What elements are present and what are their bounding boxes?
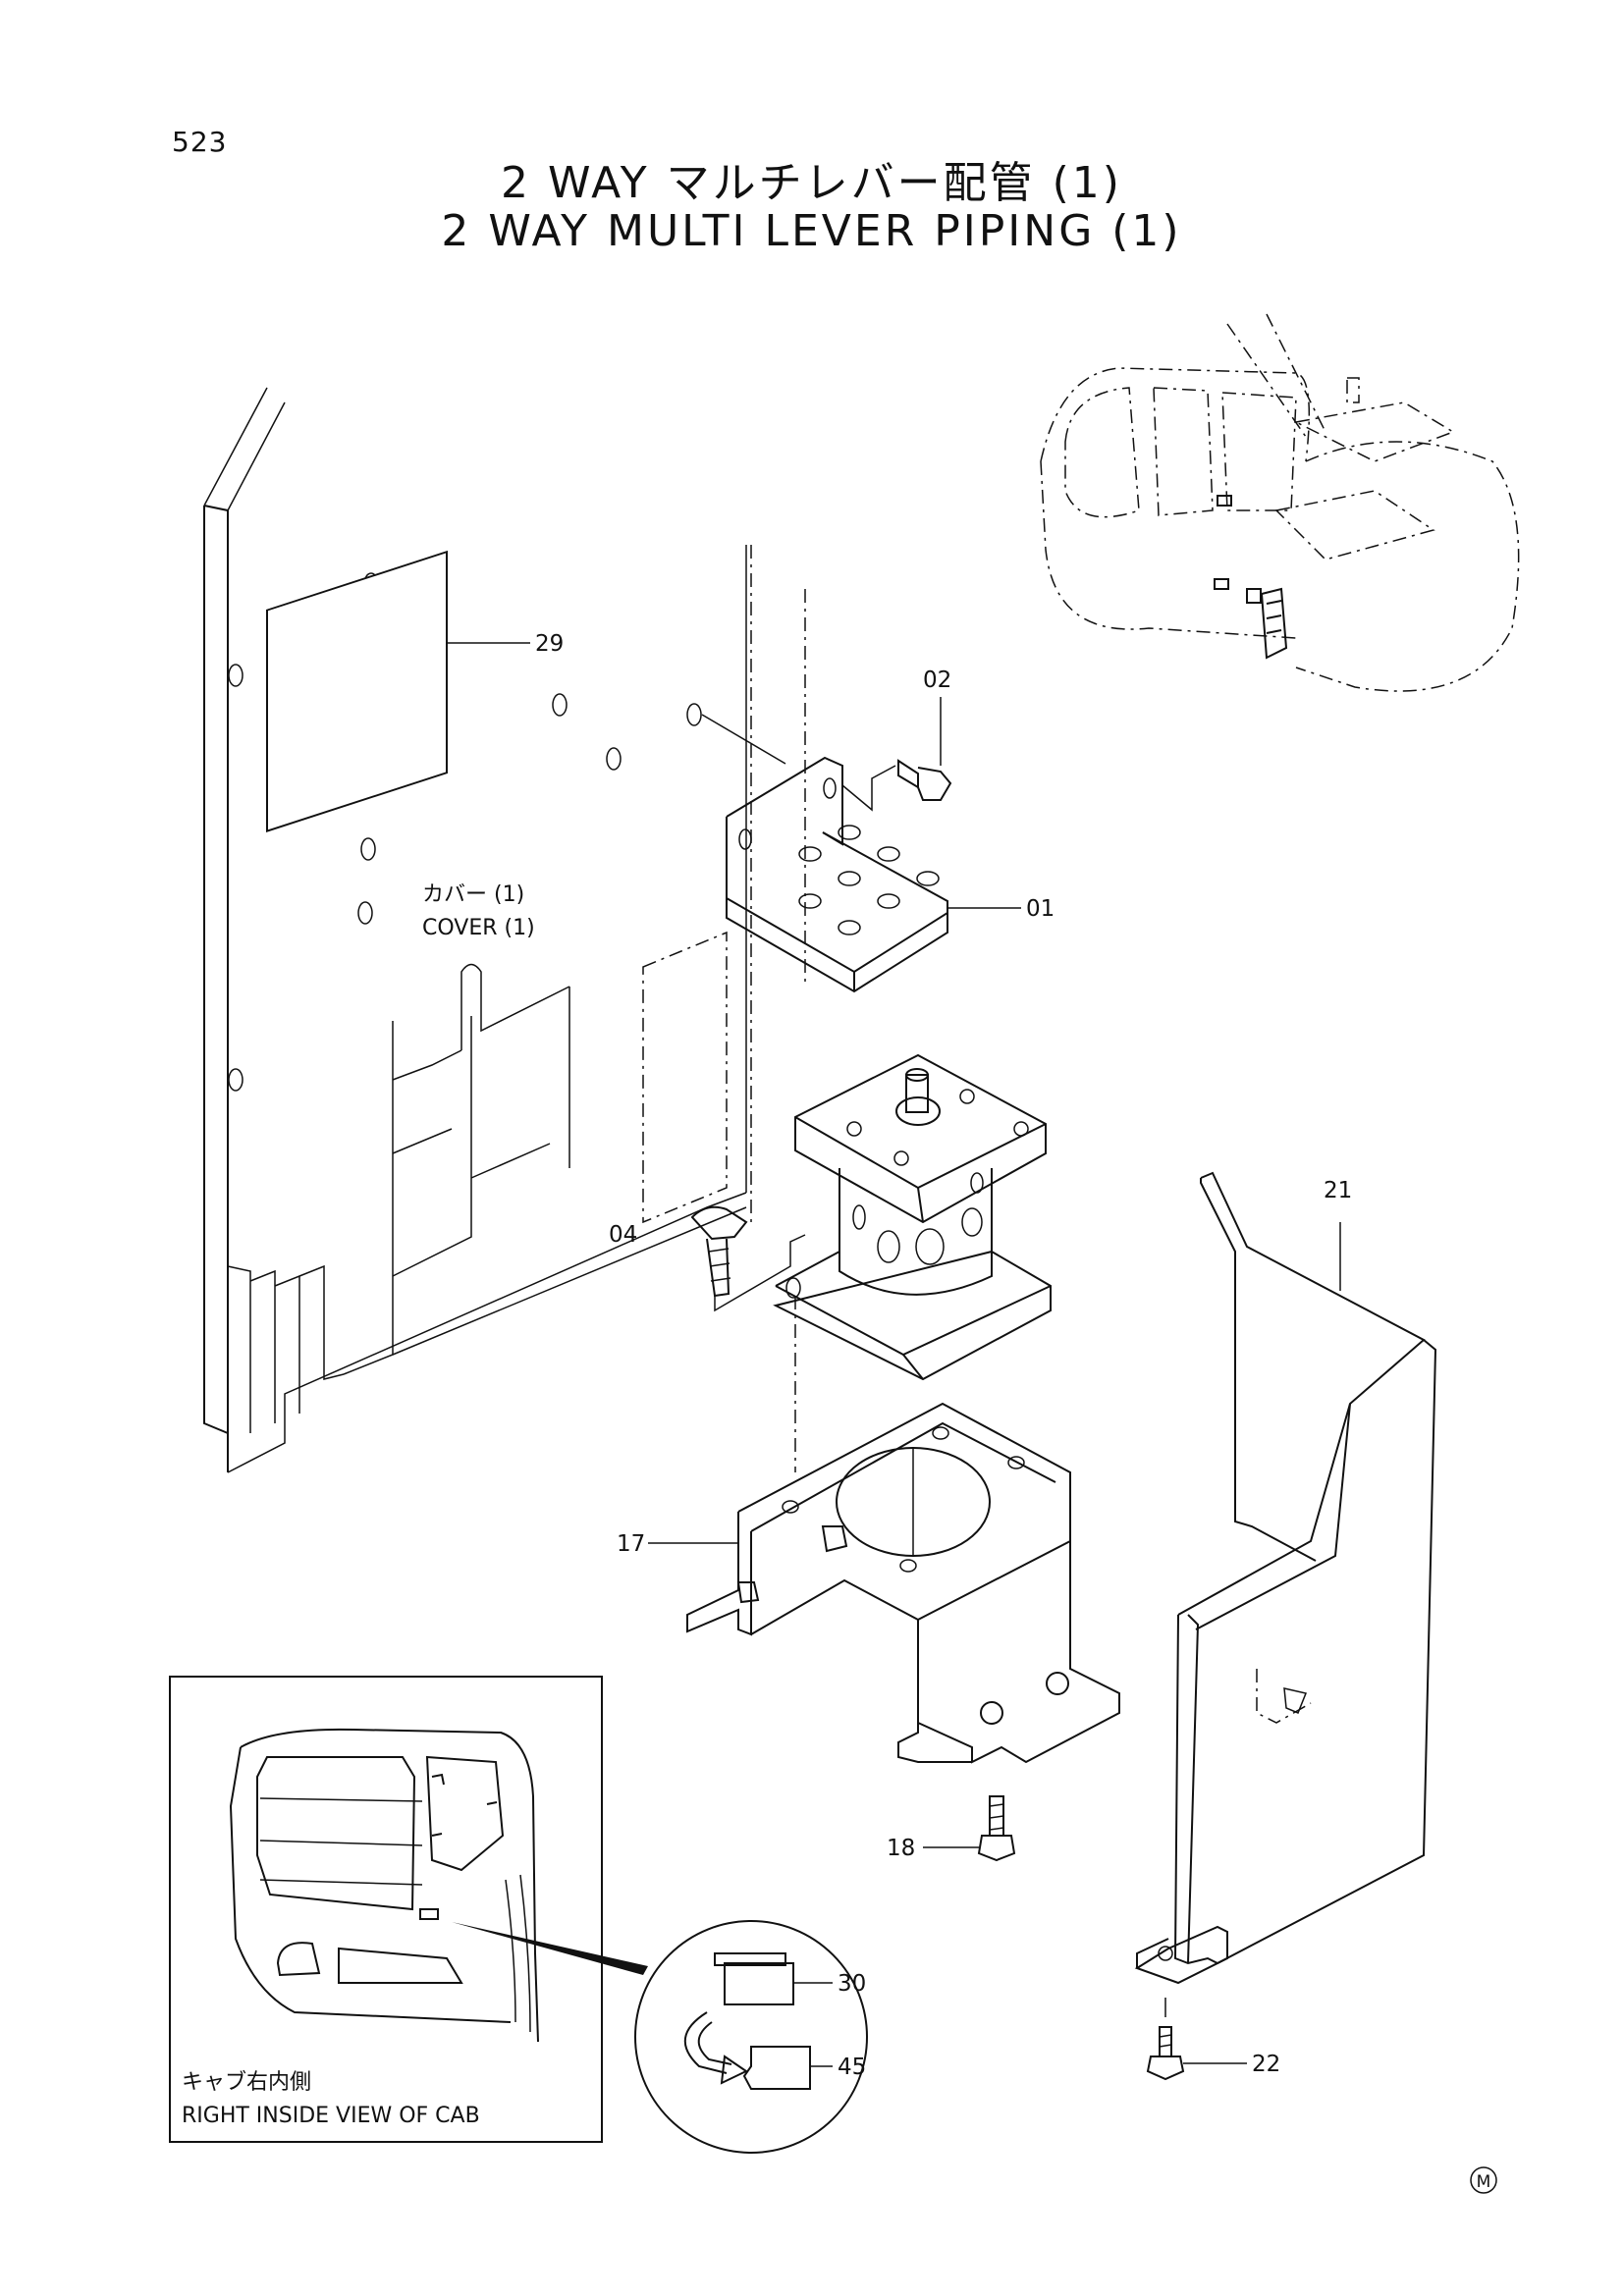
callout-18: 18 xyxy=(887,1836,915,1861)
callout-04: 04 xyxy=(609,1222,637,1248)
callout-21: 21 xyxy=(1324,1178,1352,1203)
bolt-22 xyxy=(1146,1998,1247,2081)
mount-bracket-17 xyxy=(648,1402,1120,1764)
callout-17: 17 xyxy=(617,1531,645,1557)
cover-plate-21 xyxy=(1134,1171,1437,1985)
callout-29: 29 xyxy=(535,631,564,657)
label-plate-29 xyxy=(266,550,448,832)
cab-cover-panel xyxy=(203,387,806,1473)
bolt-02 xyxy=(897,697,952,801)
bracket-01 xyxy=(701,714,1021,993)
circled-m-mark: M xyxy=(1470,2166,1497,2194)
bolt-04 xyxy=(690,1205,806,1312)
leader-to-detail xyxy=(452,1922,648,1975)
callout-22: 22 xyxy=(1252,2052,1280,2077)
mark-letter: M xyxy=(1477,2172,1491,2192)
callout-01: 01 xyxy=(1026,896,1055,922)
label-detail-circle xyxy=(634,1920,868,2154)
cover-label-jp: カバー (1) xyxy=(422,882,524,907)
cover-label-en: COVER (1) xyxy=(422,916,535,940)
inset-caption-jp: キャブ右内側 xyxy=(182,2070,311,2095)
callout-30: 30 xyxy=(838,1971,866,1997)
cab-inset xyxy=(169,1676,648,2143)
page-title-en: 2 WAY MULTI LEVER PIPING (1) xyxy=(441,206,1182,256)
inset-caption-en: RIGHT INSIDE VIEW OF CAB xyxy=(182,2104,480,2128)
callout-45: 45 xyxy=(838,2055,866,2080)
callout-02: 02 xyxy=(923,667,951,693)
excavator-overview xyxy=(1040,313,1520,692)
bracket-01-holes xyxy=(798,825,940,935)
page-number: 523 xyxy=(172,126,228,158)
bolt-18 xyxy=(923,1795,1016,1862)
page-title-jp: 2 WAY マルチレバー配管 (1) xyxy=(501,158,1122,208)
multi-lever-valve xyxy=(773,1053,1052,1472)
